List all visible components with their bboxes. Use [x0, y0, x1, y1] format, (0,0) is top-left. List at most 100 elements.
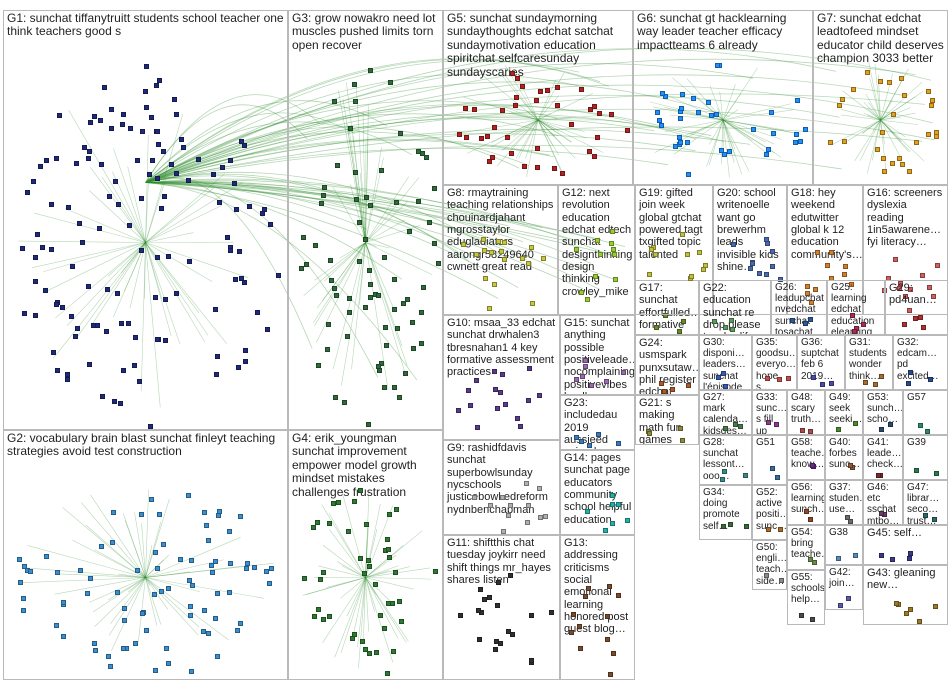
graph-node[interactable]	[543, 514, 548, 519]
graph-node[interactable]	[242, 280, 247, 285]
graph-node[interactable]	[387, 512, 392, 517]
graph-node[interactable]	[267, 581, 272, 586]
graph-node[interactable]	[73, 334, 78, 339]
graph-node[interactable]	[482, 248, 487, 253]
graph-node[interactable]	[526, 261, 531, 266]
graph-node[interactable]	[237, 249, 242, 254]
graph-node[interactable]	[17, 557, 22, 562]
graph-node[interactable]	[879, 511, 884, 516]
graph-node[interactable]	[530, 301, 535, 306]
graph-node[interactable]	[326, 322, 331, 327]
graph-node[interactable]	[31, 179, 36, 184]
graph-node[interactable]	[49, 202, 54, 207]
graph-node[interactable]	[139, 248, 144, 253]
graph-node[interactable]	[113, 179, 118, 184]
graph-node[interactable]	[331, 501, 336, 506]
graph-node[interactable]	[625, 128, 630, 133]
graph-node[interactable]	[178, 557, 183, 562]
graph-node[interactable]	[436, 261, 441, 266]
graph-node[interactable]	[321, 193, 326, 198]
graph-node[interactable]	[686, 172, 691, 177]
graph-node[interactable]	[104, 329, 109, 334]
graph-node[interactable]	[515, 416, 520, 421]
graph-node[interactable]	[908, 551, 913, 556]
graph-node[interactable]	[97, 226, 102, 231]
graph-node[interactable]	[727, 149, 732, 154]
graph-node[interactable]	[595, 135, 600, 140]
graph-node[interactable]	[678, 140, 683, 145]
graph-node[interactable]	[382, 626, 387, 631]
graph-node[interactable]	[493, 647, 498, 652]
graph-node[interactable]	[202, 510, 207, 515]
graph-node[interactable]	[419, 310, 424, 315]
graph-node[interactable]	[689, 274, 694, 279]
graph-node[interactable]	[842, 272, 847, 277]
graph-node[interactable]	[159, 589, 164, 594]
graph-node[interactable]	[215, 654, 220, 659]
graph-node[interactable]	[155, 337, 160, 342]
graph-node[interactable]	[367, 564, 372, 569]
graph-node[interactable]	[923, 513, 928, 518]
graph-node[interactable]	[243, 359, 248, 364]
graph-node[interactable]	[181, 145, 186, 150]
graph-node[interactable]	[386, 547, 391, 552]
graph-node[interactable]	[900, 162, 905, 167]
graph-node[interactable]	[592, 154, 597, 159]
graph-node[interactable]	[616, 502, 621, 507]
graph-node[interactable]	[153, 668, 158, 673]
graph-node[interactable]	[808, 429, 813, 434]
graph-node[interactable]	[660, 91, 665, 96]
graph-node[interactable]	[98, 118, 103, 123]
graph-node[interactable]	[352, 499, 357, 504]
graph-node[interactable]	[135, 568, 140, 573]
graph-node[interactable]	[593, 274, 598, 279]
graph-node[interactable]	[751, 127, 756, 132]
graph-node[interactable]	[875, 147, 880, 152]
graph-node[interactable]	[647, 431, 652, 436]
graph-node[interactable]	[649, 247, 654, 252]
graph-node[interactable]	[21, 596, 26, 601]
graph-node[interactable]	[366, 558, 371, 563]
graph-node[interactable]	[353, 99, 358, 104]
graph-node[interactable]	[475, 425, 480, 430]
graph-node[interactable]	[499, 249, 504, 254]
graph-node[interactable]	[790, 318, 795, 323]
graph-node[interactable]	[322, 185, 327, 190]
graph-node[interactable]	[99, 544, 104, 549]
graph-node[interactable]	[190, 583, 195, 588]
graph-node[interactable]	[529, 245, 534, 250]
graph-node[interactable]	[863, 380, 868, 385]
graph-node[interactable]	[579, 290, 584, 295]
graph-node[interactable]	[169, 162, 174, 167]
graph-node[interactable]	[488, 503, 493, 508]
graph-node[interactable]	[712, 319, 717, 324]
graph-node[interactable]	[890, 557, 895, 562]
graph-node[interactable]	[879, 427, 884, 432]
graph-node[interactable]	[25, 190, 30, 195]
graph-node[interactable]	[411, 346, 416, 351]
graph-node[interactable]	[228, 561, 233, 566]
graph-node[interactable]	[421, 285, 426, 290]
graph-node[interactable]	[764, 272, 769, 277]
graph-node[interactable]	[187, 259, 192, 264]
graph-node[interactable]	[264, 569, 269, 574]
graph-node[interactable]	[587, 443, 592, 448]
graph-node[interactable]	[66, 205, 71, 210]
graph-node[interactable]	[829, 250, 834, 255]
graph-node[interactable]	[393, 570, 398, 575]
graph-node[interactable]	[722, 469, 727, 474]
graph-node[interactable]	[319, 201, 324, 206]
graph-node[interactable]	[201, 629, 206, 634]
graph-node[interactable]	[654, 325, 659, 330]
graph-node[interactable]	[127, 223, 132, 228]
graph-node[interactable]	[677, 135, 682, 140]
graph-node[interactable]	[879, 553, 884, 558]
graph-node[interactable]	[479, 136, 484, 141]
graph-node[interactable]	[44, 158, 49, 163]
graph-node[interactable]	[102, 85, 107, 90]
graph-node[interactable]	[926, 132, 931, 137]
graph-node[interactable]	[121, 112, 126, 117]
graph-node[interactable]	[332, 99, 337, 104]
graph-node[interactable]	[61, 634, 66, 639]
graph-node[interactable]	[360, 639, 365, 644]
